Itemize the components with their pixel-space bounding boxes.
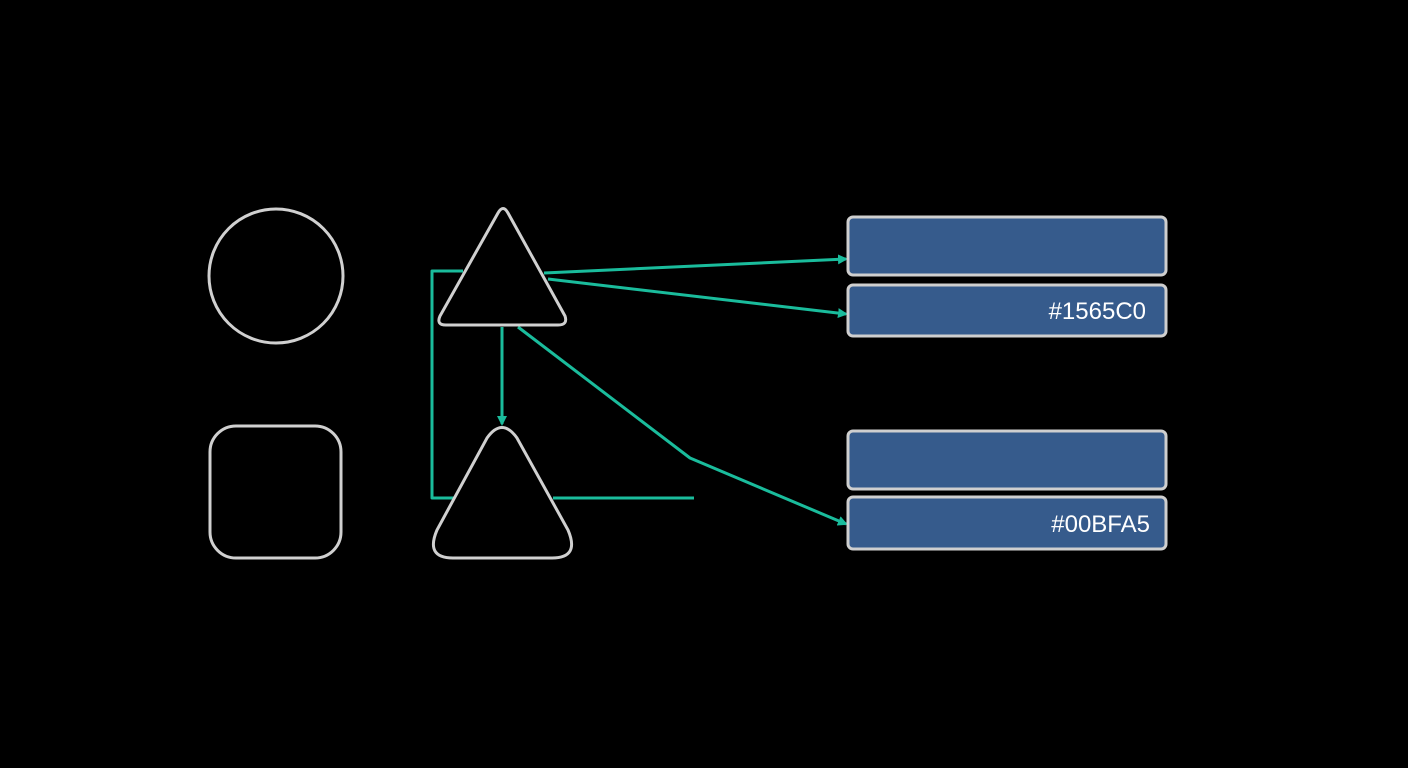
box-4: #00BFA5 xyxy=(846,495,1168,551)
triangle-bottom-shape xyxy=(432,426,573,560)
box-3 xyxy=(846,429,1168,491)
bracket-connector xyxy=(430,269,463,500)
arrow-to-box-2 xyxy=(547,277,848,319)
box-4-label: #00BFA5 xyxy=(1051,511,1150,538)
box-2-label: #1565C0 xyxy=(1049,298,1146,325)
arrow-to-box-4 xyxy=(517,325,848,526)
arrow-to-box-1 xyxy=(543,254,848,275)
circle-shape xyxy=(207,207,345,345)
rounded-square-shape xyxy=(208,424,343,560)
triangle-top-shape xyxy=(437,207,568,327)
box-1 xyxy=(846,215,1168,277)
box-2: #1565C0 xyxy=(846,283,1168,338)
